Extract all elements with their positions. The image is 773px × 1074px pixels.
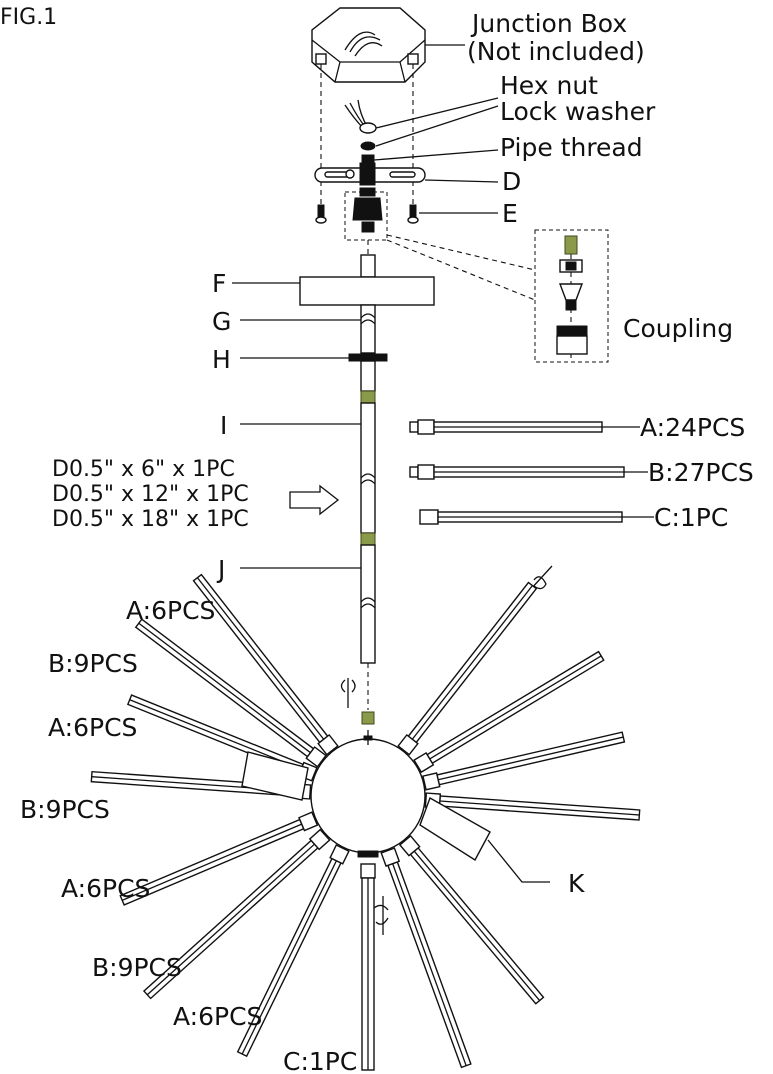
label-f: F [212,269,226,298]
screw-right [407,204,419,224]
label-e: E [502,199,518,228]
parts-b-label: B:27PCS [648,458,754,487]
parts-c-label: C:1PC [654,503,728,532]
rod-size-arrow [289,484,340,516]
thread-2 [360,532,376,546]
pipe-thread-leader [373,149,499,161]
lock-washer-label: Lock washer [500,97,656,126]
arm-label-a3: A:6PCS [61,874,150,903]
rod-size-2: D0.5" x 12" x 1PC [52,482,249,507]
cover-k-leader [487,839,550,883]
arm-b1 [134,618,327,768]
arm-right-4 [422,731,626,791]
rod-h-segment [360,360,376,392]
junction-box [311,7,426,83]
arm-right-3 [424,792,641,821]
coupling-focus-box [344,191,388,241]
coupling-assembly [352,187,383,233]
arm-label-a1: A:6PCS [126,596,215,625]
arm-right-5 [413,650,605,774]
screw-left [315,204,327,224]
center-sphere [310,738,426,854]
label-j: J [216,555,225,584]
arm-label-c: C:1PC [283,1047,357,1074]
sphere-arms [90,573,641,1069]
rod-size-1: D0.5" x 6" x 1PC [52,457,235,482]
cover-left [241,751,309,801]
rod-size-3: D0.5" x 18" x 1PC [52,507,249,532]
label-k: K [568,869,585,898]
thread-3 [361,711,375,725]
arm-a4 [236,844,350,1058]
arm-c-sample [419,509,623,525]
canopy-f [299,276,435,306]
rod-g-break [360,313,376,325]
thread-1 [360,390,376,404]
arm-label-b2: B:9PCS [20,795,110,824]
junction-box-note: (Not included) [467,37,645,66]
label-h: H [212,345,231,374]
crossbar-d-leader [424,179,499,183]
arm-right-1 [380,847,472,1069]
lock-washer-leader [375,105,499,147]
arm-b-sample [409,464,625,480]
coupling-callout-line-1 [386,234,536,271]
coupling-detail [534,229,609,363]
arm-a3 [119,811,319,906]
rod-j-break [360,597,376,609]
rotate-icon-top [340,679,356,693]
parts-a-label: A:24PCS [640,413,745,442]
rod-top [360,254,376,278]
arm-right-6 [397,581,538,756]
pipe-thread-label: Pipe thread [500,133,643,162]
sphere-top-cap [363,735,373,741]
sphere-bottom-nut [357,850,379,858]
rod-i [360,402,376,534]
hex-nut-leader [375,97,499,129]
arm-label-b1: B:9PCS [48,649,138,678]
label-i: I [220,411,227,440]
arm-label-a2: A:6PCS [48,713,137,742]
coupling-label: Coupling [623,314,733,343]
lock-washer [360,141,376,151]
rotate-icon-bottom [373,904,389,925]
cover-k [419,796,491,861]
arm-a1 [192,573,339,756]
hex-nut-label: Hex nut [500,71,598,100]
arm-label-b3: B:9PCS [92,953,182,982]
rod-g [360,304,376,354]
arm-b3 [142,828,331,1000]
hex-nut [359,122,377,134]
rod-i-break [360,473,376,485]
collar-h [348,353,388,362]
arm-label-a4: A:6PCS [173,1002,262,1031]
crossbar-d [314,162,426,186]
junction-box-label: Junction Box [470,9,627,38]
arm-c-bottom [360,863,376,1071]
figure-label: FIG.1 [0,5,57,30]
label-d: D [502,167,521,196]
arm-a-sample [409,419,603,435]
label-g: G [212,307,231,336]
arm-right-2 [398,834,545,1005]
